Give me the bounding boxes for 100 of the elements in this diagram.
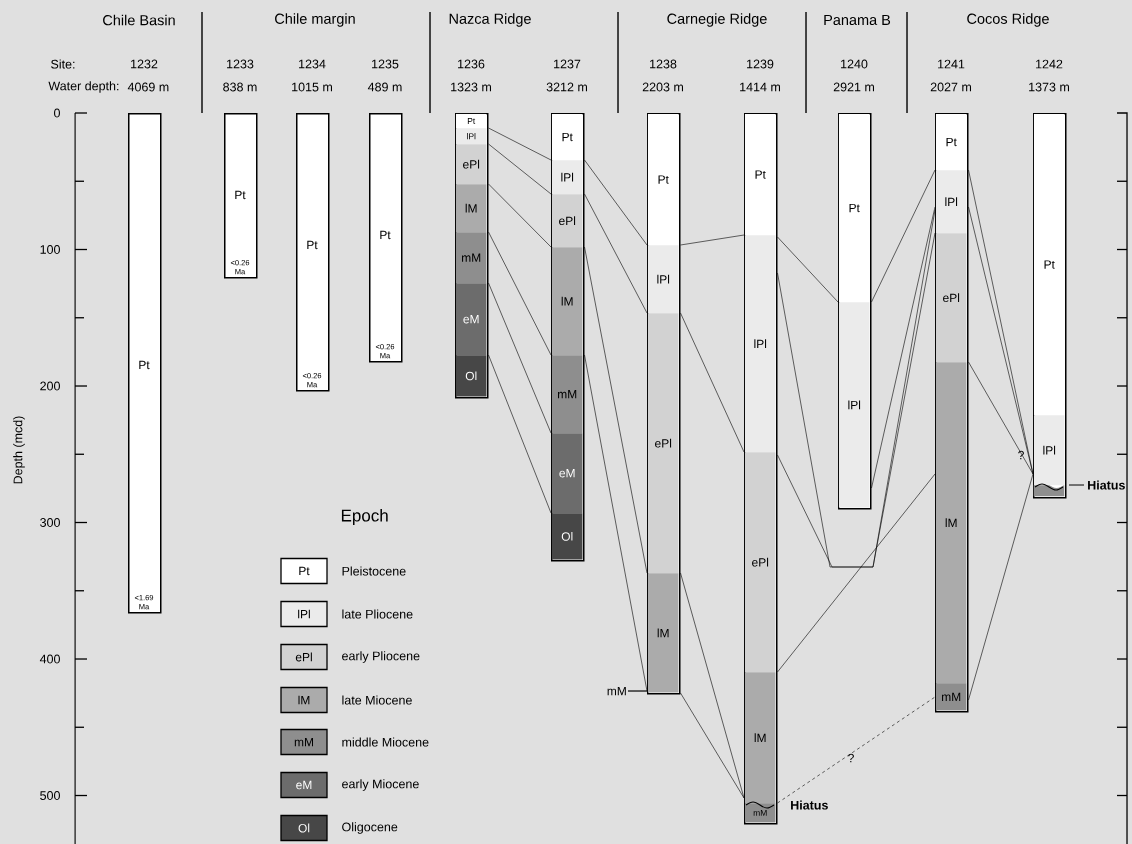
site-number: 1242 bbox=[1036, 59, 1063, 69]
correlation-line bbox=[488, 231, 552, 356]
epoch-interval: Ol bbox=[551, 513, 583, 560]
legend-label: Oligocene bbox=[342, 822, 398, 834]
water-depth: 1373 m bbox=[1029, 82, 1069, 92]
epoch-interval: eM bbox=[455, 283, 487, 356]
tick-label: 100 bbox=[40, 245, 60, 254]
epoch-label: Pt bbox=[380, 230, 391, 240]
water-depth: 2921 m bbox=[833, 82, 874, 92]
epoch-interval: lM bbox=[551, 247, 583, 356]
legend-label: late Pliocene bbox=[342, 609, 413, 619]
site-number: 1238 bbox=[650, 59, 677, 69]
epoch-interval: Pt bbox=[935, 113, 967, 171]
correlation-line bbox=[584, 159, 648, 246]
correlation-line bbox=[584, 354, 648, 692]
correlation-line bbox=[680, 572, 745, 799]
epoch-interval: Pt bbox=[1033, 113, 1065, 416]
epoch-interval: lPl bbox=[551, 160, 583, 195]
correlation-line bbox=[871, 169, 936, 303]
epoch-interval: ePl bbox=[455, 144, 487, 185]
legend-label: early Pliocene bbox=[342, 651, 420, 663]
epoch-interval: Pt bbox=[838, 113, 870, 303]
epoch-interval: mM bbox=[551, 355, 583, 434]
epoch-interval: lPl bbox=[455, 128, 487, 145]
edge-label: ? bbox=[848, 753, 854, 763]
legend-label: Pleistocene bbox=[342, 566, 406, 576]
row-label: Water depth: bbox=[48, 81, 119, 93]
epoch-interval: lM bbox=[935, 362, 967, 684]
legend-label: late Miocene bbox=[342, 695, 412, 705]
correlation-line bbox=[680, 692, 745, 799]
water-depth: 838 m bbox=[223, 82, 257, 92]
correlation-line bbox=[968, 361, 1034, 475]
site-number: 1232 bbox=[131, 59, 158, 69]
epoch-interval: Pt bbox=[647, 113, 679, 246]
correlation-line bbox=[488, 127, 552, 161]
epoch-interval: lM bbox=[455, 184, 487, 233]
epoch-interval: lM bbox=[647, 573, 679, 693]
core-column bbox=[224, 113, 258, 279]
correlation-line bbox=[488, 354, 552, 514]
water-depth: 1414 m bbox=[740, 82, 780, 92]
water-depth: 4069 m bbox=[127, 82, 169, 92]
site-number: 1236 bbox=[458, 59, 485, 69]
region-heading: Chile Basin bbox=[103, 14, 175, 26]
region-heading: Chile margin bbox=[275, 13, 355, 27]
tick-label: 0 bbox=[54, 108, 60, 118]
layer-label: mM bbox=[607, 686, 626, 696]
correlation-line bbox=[777, 236, 839, 303]
water-depth: 1323 m bbox=[451, 82, 491, 92]
water-depth: 489 m bbox=[367, 82, 402, 92]
site-number: 1237 bbox=[554, 59, 581, 69]
correlation-line bbox=[488, 282, 552, 434]
epoch-interval: lM bbox=[744, 672, 776, 804]
correlation-line bbox=[680, 234, 745, 246]
water-depth: 2027 m bbox=[930, 82, 971, 92]
epoch-interval: mM bbox=[455, 232, 487, 284]
tick-label: 500 bbox=[40, 791, 60, 800]
correlation-line bbox=[584, 246, 648, 574]
epoch-interval: lPl bbox=[744, 235, 776, 453]
correlation-line bbox=[488, 143, 552, 195]
correlation-line bbox=[488, 183, 552, 248]
epoch-label: Pt bbox=[235, 190, 246, 200]
tick-label: 200 bbox=[40, 381, 60, 391]
water-depth: 2203 m bbox=[642, 82, 683, 92]
epoch-interval: lPl bbox=[935, 170, 967, 234]
epoch-interval: lPl bbox=[838, 302, 870, 508]
region-heading: Cocos Ridge bbox=[967, 13, 1049, 27]
correlation-line bbox=[777, 473, 936, 673]
epoch-interval: lPl bbox=[647, 245, 679, 314]
correlation-line bbox=[584, 193, 648, 314]
epoch-label: Pt bbox=[139, 360, 150, 370]
water-depth: 1015 m bbox=[292, 82, 332, 92]
region-heading: Carnegie Ridge bbox=[667, 13, 767, 27]
epoch-interval: mM bbox=[935, 683, 967, 711]
core-column bbox=[128, 113, 162, 614]
correlation-line bbox=[777, 696, 936, 804]
hiatus-label: Hiatus bbox=[791, 800, 828, 810]
epoch-interval: ePl bbox=[744, 452, 776, 673]
region-heading: Nazca Ridge bbox=[449, 13, 531, 27]
core-column bbox=[296, 113, 330, 392]
correlation-line bbox=[968, 473, 1034, 701]
correlation-line bbox=[680, 312, 745, 453]
edge-label: ? bbox=[1018, 450, 1024, 460]
epoch-interval: Ol bbox=[455, 355, 487, 397]
epoch-label: Pt bbox=[307, 240, 318, 250]
epoch-interval: ePl bbox=[551, 194, 583, 248]
epoch-interval: Pt bbox=[744, 113, 776, 236]
core-column bbox=[369, 113, 403, 363]
site-number: 1240 bbox=[841, 59, 868, 69]
leader-line bbox=[627, 690, 648, 692]
region-heading: Panama B bbox=[824, 14, 891, 26]
tick-label: 300 bbox=[40, 518, 60, 527]
epoch-interval: ePl bbox=[647, 313, 679, 574]
legend-label: middle Miocene bbox=[342, 737, 429, 747]
legend-title: Epoch bbox=[341, 509, 388, 525]
hiatus-label: Hiatus bbox=[1088, 480, 1125, 490]
site-number: 1234 bbox=[299, 59, 326, 69]
site-number: 1235 bbox=[372, 59, 399, 69]
row-label: Site: bbox=[51, 59, 75, 69]
site-number: 1241 bbox=[938, 59, 965, 69]
water-depth: 3212 m bbox=[546, 82, 587, 92]
